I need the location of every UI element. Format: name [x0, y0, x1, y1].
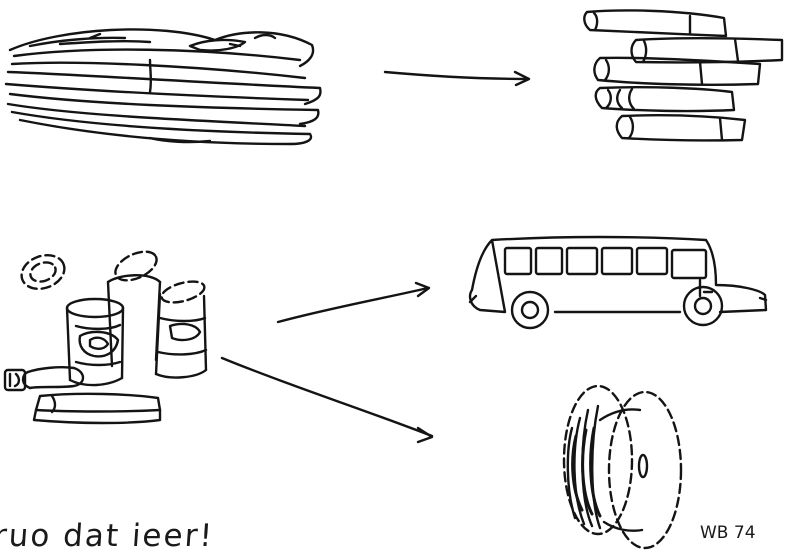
arrow-newspaper-to-books	[383, 70, 531, 87]
cable-reel-icon	[562, 384, 683, 550]
arrow-cans-to-reel	[220, 356, 434, 444]
newspaper-stack-icon	[4, 28, 322, 146]
book-stack-icon	[583, 9, 784, 142]
artist-signature: WB 74	[700, 523, 756, 543]
handwritten-caption: ruo dat ieer!	[0, 518, 216, 554]
cans-icon	[3, 250, 208, 425]
arrow-cans-to-bus	[276, 281, 431, 324]
bus-icon	[468, 235, 768, 330]
